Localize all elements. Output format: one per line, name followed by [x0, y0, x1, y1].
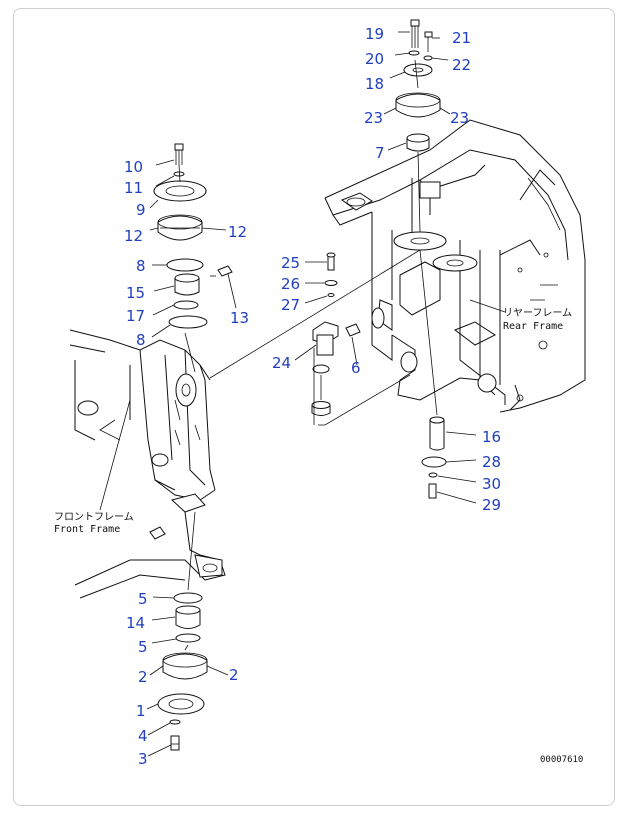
- callout-21[interactable]: 21: [452, 29, 471, 47]
- front-frame-caption-jp: フロントフレーム: [54, 511, 134, 523]
- callout-3[interactable]: 3: [138, 750, 148, 768]
- callout-12-left[interactable]: 12: [124, 227, 143, 245]
- rear-center-pin-parts: [311, 252, 447, 499]
- rear-frame-caption-jp: リヤーフレーム: [503, 307, 572, 319]
- callout-26[interactable]: 26: [281, 275, 300, 293]
- callout-28[interactable]: 28: [482, 453, 501, 471]
- callout-10[interactable]: 10: [124, 158, 143, 176]
- callout-30[interactable]: 30: [482, 475, 501, 493]
- front-frame: [69, 329, 226, 599]
- explosion-lines: [178, 59, 438, 651]
- diagram-frame: [13, 8, 615, 806]
- callout-25[interactable]: 25: [281, 254, 300, 272]
- callout-labels: 19 21 20 22 18 23 23 7 10 11 9 12 12 8 1…: [124, 25, 501, 768]
- callout-9[interactable]: 9: [136, 201, 146, 219]
- callout-7[interactable]: 7: [375, 144, 385, 162]
- callout-23-left[interactable]: 23: [364, 109, 383, 127]
- callout-19[interactable]: 19: [365, 25, 384, 43]
- rear-frame-caption-en: Rear Frame: [503, 321, 563, 332]
- callout-5-lower[interactable]: 5: [138, 638, 148, 656]
- callout-24[interactable]: 24: [272, 354, 291, 372]
- callout-20[interactable]: 20: [365, 50, 384, 68]
- frame-captions: フロントフレーム Front Frame リヤーフレーム Rear Frame …: [54, 307, 583, 765]
- callout-4[interactable]: 4: [138, 727, 148, 745]
- leader-lines: [99, 31, 506, 757]
- callout-13[interactable]: 13: [230, 309, 249, 327]
- callout-6[interactable]: 6: [351, 359, 361, 377]
- front-frame-caption-en: Front Frame: [54, 524, 120, 535]
- callout-14[interactable]: 14: [126, 614, 145, 632]
- callout-8-lower[interactable]: 8: [136, 331, 146, 349]
- rear-upper-pivot-stack: [395, 19, 441, 152]
- callout-16[interactable]: 16: [482, 428, 501, 446]
- callout-18[interactable]: 18: [365, 75, 384, 93]
- callout-12-right[interactable]: 12: [228, 223, 247, 241]
- drawing-code: 00007610: [540, 755, 583, 765]
- front-lower-pivot-stack: [157, 592, 208, 751]
- callout-22[interactable]: 22: [452, 56, 471, 74]
- rear-frame: [324, 119, 586, 413]
- callout-17[interactable]: 17: [126, 307, 145, 325]
- callout-1[interactable]: 1: [136, 702, 146, 720]
- callout-11[interactable]: 11: [124, 179, 143, 197]
- callout-29[interactable]: 29: [482, 496, 501, 514]
- callout-15[interactable]: 15: [126, 284, 145, 302]
- callout-5-upper[interactable]: 5: [138, 590, 148, 608]
- callout-8-upper[interactable]: 8: [136, 257, 146, 275]
- callout-23-right[interactable]: 23: [450, 109, 469, 127]
- callout-2-right[interactable]: 2: [229, 666, 239, 684]
- callout-2-left[interactable]: 2: [138, 668, 148, 686]
- callout-27[interactable]: 27: [281, 296, 300, 314]
- front-upper-pivot-stack: [153, 143, 233, 329]
